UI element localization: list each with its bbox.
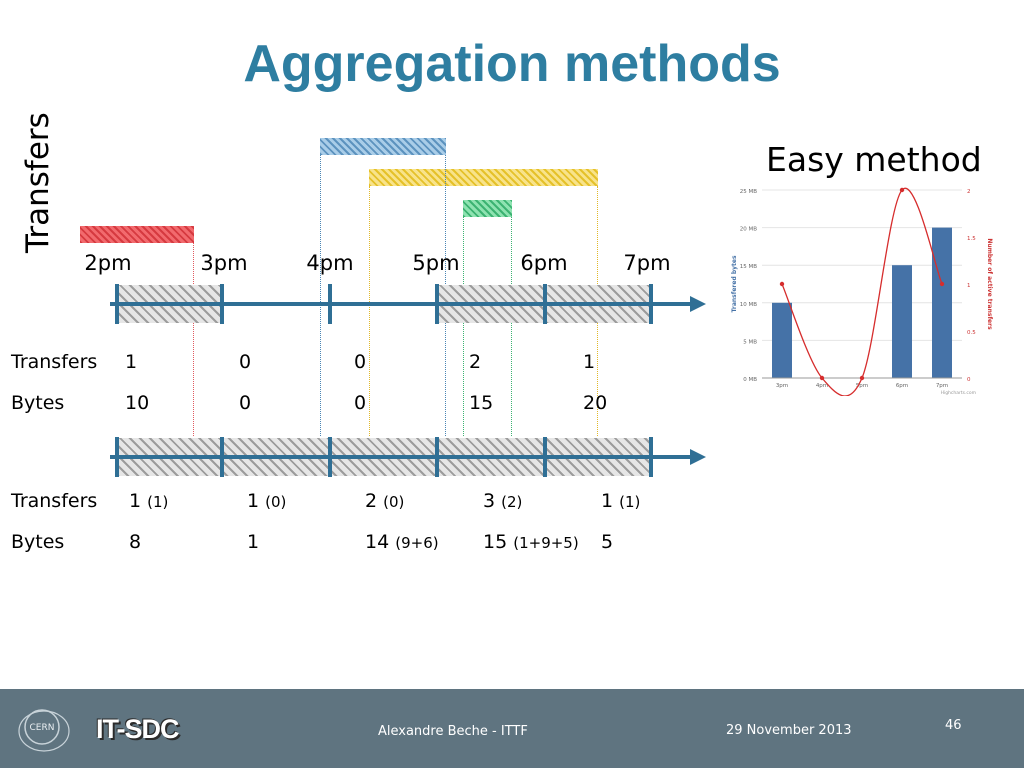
- easy-method-chart: 0 MB 5 MB 10 MB 15 MB 20 MB 25 MB 0 0.5 1 1.5 2Tra…: [731, 187, 993, 396]
- proper-transfers-value: 2 (0): [365, 490, 405, 512]
- easy-transfers-value: 0: [239, 351, 252, 373]
- footer-date: 29 November 2013: [726, 723, 852, 738]
- y2-tick-label: 0.5: [967, 330, 976, 336]
- guide-line-blue-start: [320, 155, 321, 436]
- proper-transfers-value: 1 (1): [129, 490, 169, 512]
- transfer-bar-blue: [320, 138, 446, 155]
- x-tick-label: 6pm: [896, 383, 908, 389]
- row-label-transfers: Transfers: [11, 351, 98, 373]
- cern-logo: CERN: [18, 709, 70, 752]
- easy-transfers-value: 1: [583, 351, 596, 373]
- chart-point: [859, 375, 865, 381]
- chart-bar: [932, 227, 952, 378]
- chart-bar: [892, 265, 912, 378]
- transfer-bar-yellow: [369, 169, 598, 186]
- guide-line-red: [193, 243, 194, 436]
- y2-tick-label: 1: [967, 283, 971, 289]
- footer-author: Alexandre Beche - ITTF: [378, 724, 528, 739]
- easy-bytes-value: 0: [239, 392, 252, 414]
- proper-bytes-value: 8: [129, 531, 142, 553]
- chart-point: [939, 281, 945, 287]
- easy-transfers-value: 1: [125, 351, 138, 373]
- chart-spline: [781, 187, 943, 396]
- y-tick-label: 15 MB: [740, 264, 757, 270]
- chart-point: [779, 281, 785, 287]
- chart-credit: Highcharts.com: [941, 390, 976, 396]
- group-logo: IT-SDC: [96, 714, 180, 744]
- proper-bytes-value: 14 (9+6): [365, 531, 439, 553]
- x-tick-label: 4pm: [816, 383, 828, 389]
- y2-tick-label: 2: [967, 189, 971, 195]
- y-tick-label: 10 MB: [740, 302, 757, 308]
- chart-bar: [772, 302, 792, 378]
- chart-point: [819, 375, 825, 381]
- easy-transfers-value: 2: [469, 351, 482, 373]
- page-number: 46: [945, 718, 962, 733]
- footer-bar: [0, 689, 1024, 768]
- cern-logo-text: CERN: [30, 723, 55, 733]
- row-label-transfers: Transfers: [11, 490, 98, 512]
- proper-bytes-value: 15 (1+9+5): [483, 531, 579, 553]
- easy-bytes-value: 10: [125, 392, 150, 414]
- time-label: 4pm: [306, 251, 354, 275]
- y-tick-label: 25 MB: [740, 189, 757, 195]
- y2-tick-label: 0: [967, 377, 971, 383]
- x-tick-label: 7pm: [936, 383, 948, 389]
- x-tick-label: 3pm: [776, 383, 788, 389]
- transfers-axis-label: Transfers: [20, 112, 56, 253]
- slide-title: Aggregation methods: [243, 35, 781, 93]
- transfer-bar-red: [80, 226, 194, 243]
- y-tick-label: 5 MB: [743, 339, 757, 345]
- proper-bytes-value: 1: [247, 531, 260, 553]
- row-label-bytes: Bytes: [11, 531, 65, 553]
- easy-bytes-value: 0: [354, 392, 367, 414]
- chart-point: [899, 187, 905, 193]
- y-tick-label: 0 MB: [743, 377, 757, 383]
- proper-transfers-value: 3 (2): [483, 490, 523, 512]
- proper-transfers-value: 1 (1): [601, 490, 641, 512]
- time-label: 3pm: [200, 251, 248, 275]
- easy-transfers-value: 0: [354, 351, 367, 373]
- y-tick-label: 20 MB: [740, 227, 757, 233]
- y2-tick-label: 1.5: [967, 236, 976, 242]
- y-axis-title: Transfered bytes: [731, 255, 738, 313]
- timeline-2-arrow: [110, 437, 706, 477]
- transfer-bar-green: [463, 200, 512, 217]
- proper-transfers-value: 1 (0): [247, 490, 287, 512]
- easy-bytes-value: 15: [469, 392, 494, 414]
- proper-bytes-value: 5: [601, 531, 614, 553]
- timeline-1-arrow: [110, 284, 706, 324]
- time-label: 2pm: [84, 251, 132, 275]
- time-label: 5pm: [412, 251, 460, 275]
- time-label: 7pm: [623, 251, 671, 275]
- guide-line-green-end: [511, 217, 512, 436]
- x-tick-label: 5pm: [856, 383, 868, 389]
- easy-bytes-value: 20: [583, 392, 608, 414]
- y2-axis-title: Number of active transfers: [986, 238, 993, 330]
- guide-line-green-start: [463, 217, 464, 436]
- time-label: 6pm: [520, 251, 568, 275]
- easy-method-label: Easy method: [766, 140, 982, 179]
- guide-line-yellow-start: [369, 186, 370, 436]
- row-label-bytes: Bytes: [11, 392, 65, 414]
